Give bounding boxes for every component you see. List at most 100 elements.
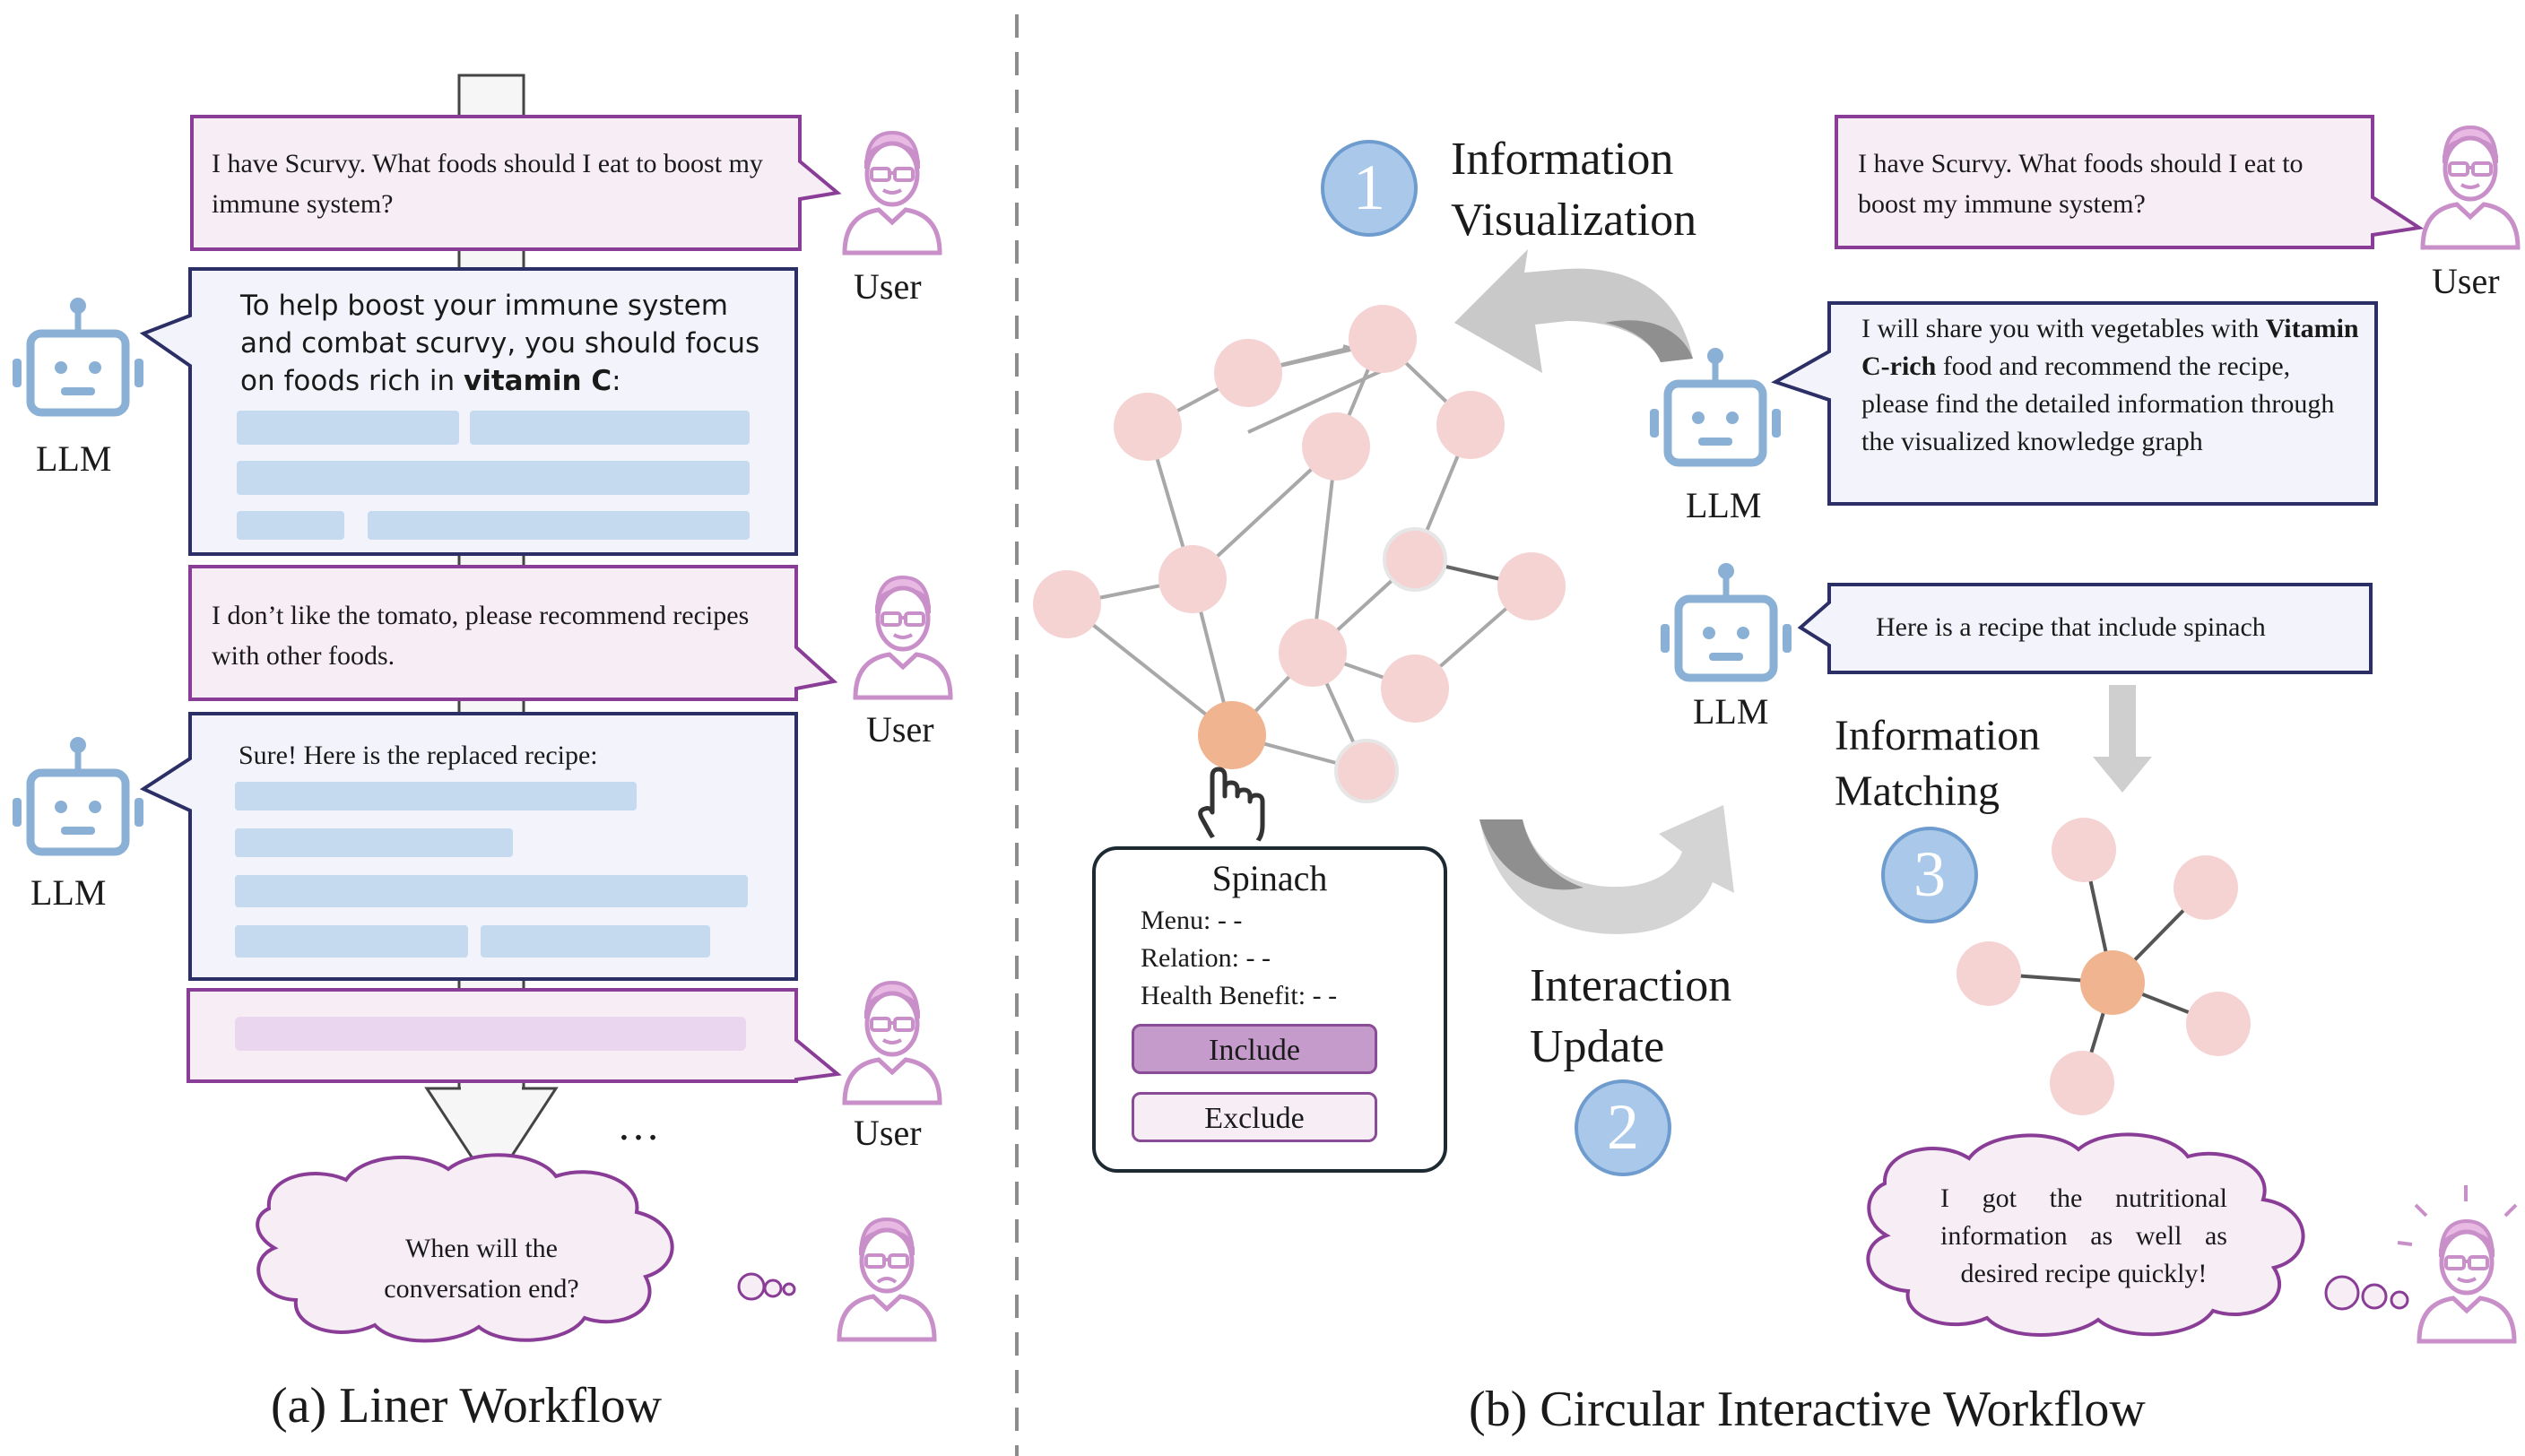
user-label: User [866, 709, 934, 750]
graph-node-center [2080, 950, 2145, 1015]
graph-node [2174, 855, 2238, 920]
graph-node [1114, 393, 1182, 461]
llm-reply-line: To help boost your immune system [240, 290, 728, 322]
right-llm-bubble-2 [1797, 583, 2373, 674]
thought-dot [2324, 1275, 2360, 1311]
graph-node [2052, 818, 2116, 882]
right-llm-reply-2: Here is a recipe that include spinach [1876, 612, 2266, 642]
graph-node [1383, 527, 1447, 592]
confused-user-avatar [839, 1219, 934, 1339]
user-label: User [2432, 261, 2500, 301]
include-button[interactable]: Include [1132, 1024, 1377, 1074]
graph-node [2186, 992, 2251, 1056]
placeholder-bar [368, 511, 750, 540]
llm-label: LLM [1686, 485, 1762, 525]
placeholder-bar [470, 411, 750, 445]
user-avatar [845, 983, 940, 1103]
thought-dot [782, 1282, 796, 1296]
graph-node-selected [1198, 701, 1266, 769]
llm-reply-line: on foods rich in vitamin C: [240, 365, 621, 397]
llm-label: LLM [36, 438, 112, 479]
placeholder-bar [237, 511, 344, 540]
robot-icon [1661, 563, 1792, 678]
hand-cursor-icon [1198, 767, 1265, 849]
card-title: Spinach [1211, 858, 1328, 898]
llm-label: LLM [30, 872, 107, 913]
user-avatar [845, 133, 940, 253]
exclude-button[interactable]: Exclude [1132, 1092, 1377, 1142]
placeholder-bar [235, 828, 513, 857]
left-user-bubble-1 [190, 115, 842, 251]
down-arrow [2093, 685, 2152, 793]
graph-node [1279, 619, 1347, 687]
thought-dot [737, 1272, 766, 1301]
step-1-label: Information Visualization [1451, 134, 1697, 246]
robot-icon [13, 737, 143, 852]
placeholder-bar [237, 461, 750, 495]
left-llm-reply-2: Sure! Here is the replaced recipe: [239, 741, 598, 770]
step-3-circle [1881, 827, 1978, 923]
graph-node [1158, 545, 1227, 613]
placeholder-bar [481, 925, 710, 958]
graph-node [1334, 739, 1399, 803]
card-pointer [1182, 828, 1282, 852]
happy-user-avatar [2419, 1221, 2514, 1341]
left-thought-cloud [256, 1153, 674, 1343]
step-2-circle [1575, 1079, 1671, 1176]
left-thought-text: When will the conversation end? [384, 1234, 579, 1304]
graph-node [1497, 552, 1566, 620]
left-caption: (a) Liner Workflow [271, 1378, 663, 1434]
robot-icon [13, 298, 143, 412]
llm-reply-line: and combat scurvy, you should focus [240, 327, 760, 360]
card-health-benefit: Health Benefit: - - [1141, 981, 1338, 1010]
thought-dot [2390, 1290, 2409, 1310]
graph-node [1381, 654, 1449, 723]
llm-label: LLM [1693, 691, 1769, 732]
left-user-message-2: I don’t like the tomato, please recommen… [212, 601, 750, 671]
right-caption: (b) Circular Interactive Workflow [1469, 1382, 2146, 1437]
result-graph [1957, 818, 2251, 1115]
thought-dot [763, 1278, 783, 1298]
idea-rays-icon [2397, 1185, 2518, 1246]
knowledge-graph-nodes [1033, 305, 1566, 803]
cycle-arrow-top [1454, 249, 1693, 373]
card-relation: Relation: - - [1141, 943, 1271, 973]
user-label: User [854, 1113, 922, 1153]
placeholder-bar [235, 782, 637, 810]
graph-node [2050, 1051, 2114, 1115]
left-user-bubble-2 [188, 565, 838, 701]
step-3-label: Information Matching [1835, 712, 2041, 815]
step-1-number: 1 [1353, 152, 1385, 223]
graph-node [1349, 305, 1417, 373]
step-1-circle [1321, 140, 1418, 237]
right-llm-bubble-1 [1771, 301, 2378, 506]
right-thought-text: I got the nutritional information as wel… [1940, 1183, 2227, 1288]
step-3-number: 3 [1913, 838, 1946, 910]
graph-node [1214, 339, 1282, 407]
left-user-message-1: I have Scurvy. What foods should I eat t… [212, 149, 763, 219]
user-avatar [855, 577, 950, 698]
graph-node [1302, 412, 1370, 481]
placeholder-bar [235, 1017, 746, 1051]
user-label: User [854, 266, 922, 307]
card-menu: Menu: - - [1141, 906, 1243, 935]
placeholder-bar [235, 875, 748, 907]
graph-node [1033, 570, 1101, 638]
step-2-label: Interaction Update [1530, 960, 1732, 1072]
node-info-card [1092, 846, 1447, 1173]
placeholder-bar [237, 411, 459, 445]
thought-dot [2361, 1283, 2388, 1310]
right-llm-reply-1: I will share you with vegetables with Vi… [1861, 314, 2359, 456]
placeholder-bar [235, 925, 468, 958]
graph-node [1436, 391, 1505, 459]
graph-node [1957, 941, 2021, 1006]
right-thought-cloud [1866, 1132, 2305, 1337]
user-avatar [2423, 127, 2518, 247]
right-user-message: I have Scurvy. What foods should I eat t… [1858, 149, 2304, 219]
cycle-arrow-bottom [1479, 805, 1734, 934]
step-2-number: 2 [1607, 1091, 1639, 1163]
right-user-bubble [1835, 115, 2425, 249]
robot-icon [1650, 348, 1781, 463]
ellipsis: … [617, 1102, 660, 1149]
left-llm-reply-1: To help boost your immune system and com… [240, 287, 778, 400]
